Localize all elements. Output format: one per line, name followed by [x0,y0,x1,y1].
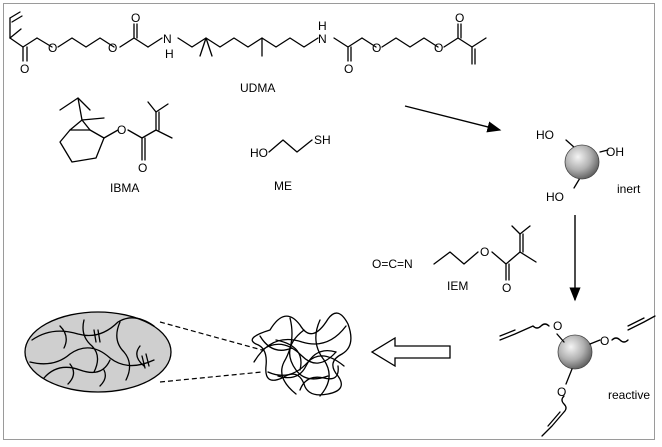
reaction-arrow-icon [404,105,502,133]
atom-o-ibma-2: O [138,161,147,175]
atom-o-5: O [344,62,353,76]
label-inert: inert [617,182,641,196]
inert-sphere-icon [564,144,600,180]
label-udma: UDMA [240,81,275,95]
label-reactive: reactive [608,388,650,402]
atom-ho-inert-2: HO [546,190,564,204]
me-structure: HO SH ME [250,133,331,193]
atom-o-reactive-1: O [553,319,562,333]
udma-structure: O O O O N H N H O O O O UDMA [9,11,487,95]
atom-h-1: H [165,47,174,61]
atom-o-8: O [455,11,464,25]
iem-structure: O=C=N O O IEM [372,225,537,295]
zoom-connector-lines [159,321,263,383]
atom-o-reactive-3: O [557,385,566,399]
atom-o-1: O [48,41,57,55]
label-ibma: IBMA [110,181,139,195]
atom-o-4: O [131,11,140,25]
magnified-network-ellipse [24,311,172,393]
atom-o-3: O [108,41,117,55]
label-me: ME [274,179,292,193]
atom-o-iem-1: O [480,245,489,259]
atom-o-2: O [20,62,29,76]
reactive-sphere-icon [557,334,593,370]
ibma-structure: O O IBMA [59,97,173,195]
atom-n-1: N [163,32,172,46]
atom-ho-me: HO [250,146,268,160]
atom-o-ibma-1: O [117,123,126,137]
network-blob-icon [251,312,352,397]
atom-ho-inert-1: HO [536,128,554,142]
atom-o-7: O [434,41,443,55]
atom-oh-inert: OH [606,145,624,159]
atom-o-reactive-2: O [600,334,609,348]
atom-o-6: O [372,41,381,55]
atom-h-2: H [318,19,327,33]
atom-o-iem-2: O [502,281,511,295]
atom-n-2: N [318,32,327,46]
atom-sh-me: SH [314,133,331,147]
hollow-arrow-icon [370,336,451,368]
atom-ocn-iem: O=C=N [372,257,413,271]
label-iem: IEM [447,279,468,293]
inert-particle: HO OH HO inert [536,128,641,204]
reactive-particle: O O O reactive [499,315,656,437]
